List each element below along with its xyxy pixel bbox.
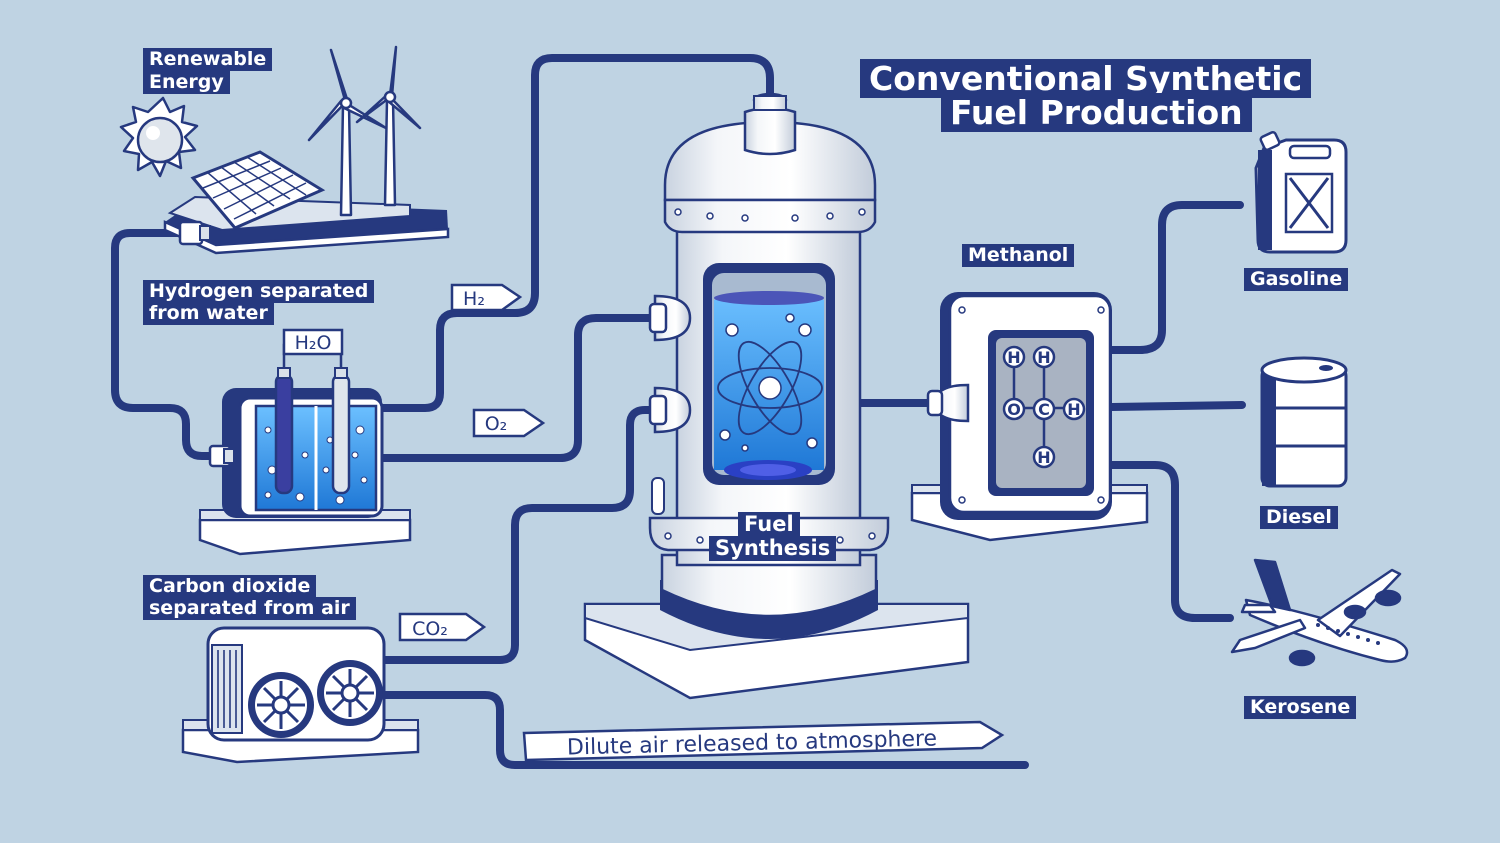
- reactor: [583, 92, 970, 700]
- jerrycan-icon: [1254, 131, 1348, 254]
- label-fuel-synthesis-2: Synthesis: [709, 536, 837, 561]
- pipes: [111, 54, 1246, 769]
- pipe-energy-to-electrolyzer: [111, 229, 222, 460]
- connector-electrolyzer: [208, 444, 235, 468]
- barrel-icon: [1260, 356, 1348, 488]
- methanol-unit: [910, 292, 1149, 542]
- methanol-molecule: H H O C H H: [1002, 345, 1086, 469]
- page-title-line-2: Fuel Production: [941, 93, 1252, 132]
- flow-tag-dilute-air: Dilute air released to atmosphere: [522, 720, 1005, 762]
- svg-text:O₂: O₂: [485, 413, 508, 435]
- label-renewable-energy: Renewable: [143, 48, 273, 71]
- pipe-co2-to-reactor: [376, 406, 664, 664]
- flow-tag-o2: O₂: [472, 408, 546, 438]
- svg-text:H₂: H₂: [463, 288, 485, 310]
- label-methanol: Methanol: [962, 244, 1075, 267]
- atom-c: C: [1038, 400, 1050, 419]
- atom-h-2: H: [1037, 348, 1050, 367]
- label-carbon-dioxide-2: separated from air: [143, 597, 356, 620]
- pipe-to-diesel: [1108, 401, 1246, 411]
- flow-tag-co2: CO₂: [398, 612, 487, 642]
- sun-icon: [119, 96, 199, 178]
- label-fuel-synthesis: Fuel: [738, 512, 800, 537]
- label-renewable-energy-2: Energy: [143, 71, 230, 94]
- airplane-icon: [1230, 558, 1409, 667]
- flow-tag-h2: H₂: [450, 283, 523, 312]
- svg-text:H₂O: H₂O: [295, 332, 332, 354]
- label-gasoline: Gasoline: [1244, 268, 1349, 291]
- pipe-dilute-air: [376, 691, 1029, 769]
- wind-turbine-icon: [307, 45, 422, 217]
- fan-icon: [317, 660, 383, 726]
- electrolyzer: [198, 343, 412, 556]
- svg-text:CO₂: CO₂: [412, 618, 448, 640]
- fan-icon: [248, 672, 314, 738]
- solar-panel-icon: [190, 150, 326, 230]
- connector-methanol: [926, 383, 970, 423]
- connector-reactor-co2: [648, 386, 692, 434]
- atom-h-4: H: [1037, 448, 1050, 467]
- page-title: Conventional Synthetic: [860, 59, 1312, 98]
- atom-h-3: H: [1067, 400, 1080, 419]
- atom-h-1: H: [1007, 348, 1020, 367]
- label-hydrogen-2: from water: [143, 302, 274, 325]
- pipe-h2-to-reactor: [376, 54, 774, 412]
- pipe-to-kerosene: [1108, 461, 1234, 622]
- label-carbon-dioxide: Carbon dioxide: [143, 575, 317, 598]
- atom-icon: [717, 340, 823, 436]
- pipe-to-gasoline: [1108, 201, 1244, 354]
- connector-energy: [178, 220, 211, 246]
- label-kerosene: Kerosene: [1244, 696, 1357, 719]
- label-hydrogen: Hydrogen separated: [143, 280, 375, 303]
- pipe-o2-to-reactor: [376, 314, 664, 462]
- atom-o: O: [1007, 400, 1021, 419]
- label-diesel: Diesel: [1260, 506, 1338, 529]
- water-label: H₂O: [282, 328, 344, 356]
- connector-reactor-o2: [648, 294, 692, 342]
